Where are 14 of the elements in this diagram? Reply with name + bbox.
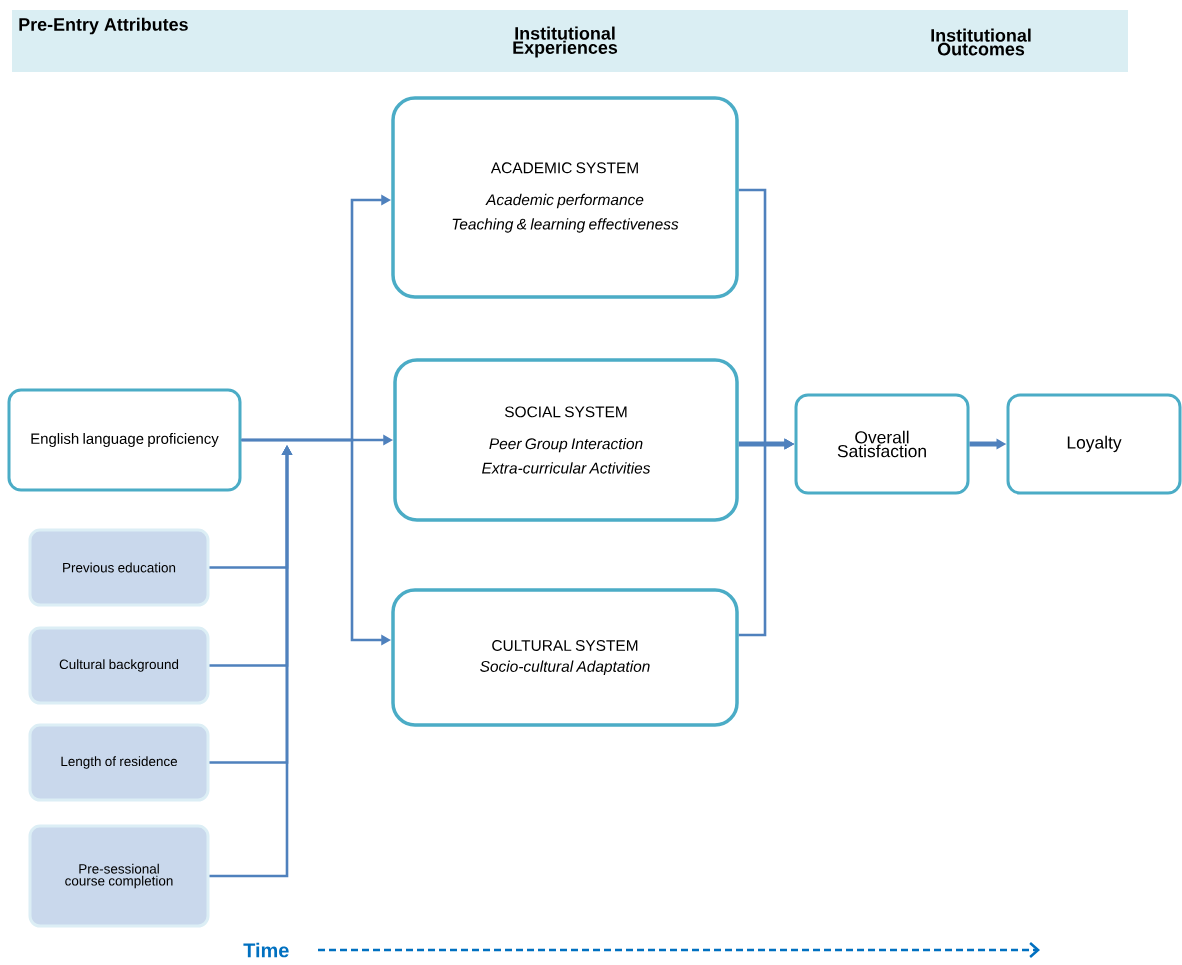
- attribute-box: Cultural background: [28, 626, 210, 705]
- process-box: Overall Satisfaction: [794, 393, 970, 495]
- column-heading: Institutional Outcomes: [931, 28, 1031, 56]
- attribute-box: Previous education: [28, 528, 210, 607]
- column-heading: Pre-Entry Attributes: [19, 17, 188, 35]
- column-heading: Institutional Experiences: [513, 26, 618, 58]
- time-label: Time: [243, 942, 289, 958]
- attribute-box: Length of residence: [28, 723, 210, 802]
- system-box: CULTURAL SYSTEM Socio-cultural Adaptation: [391, 588, 739, 727]
- system-box: ACADEMIC SYSTEM Academic performance Teaching & learning effectiveness: [391, 96, 739, 299]
- process-box: Loyalty: [1006, 393, 1182, 495]
- attribute-box: Pre-sessional course completion: [28, 824, 210, 928]
- process-box: English language proficiency: [7, 388, 242, 492]
- system-box: SOCIAL SYSTEM Peer Group Interaction Extra-curricular Activities: [393, 358, 739, 522]
